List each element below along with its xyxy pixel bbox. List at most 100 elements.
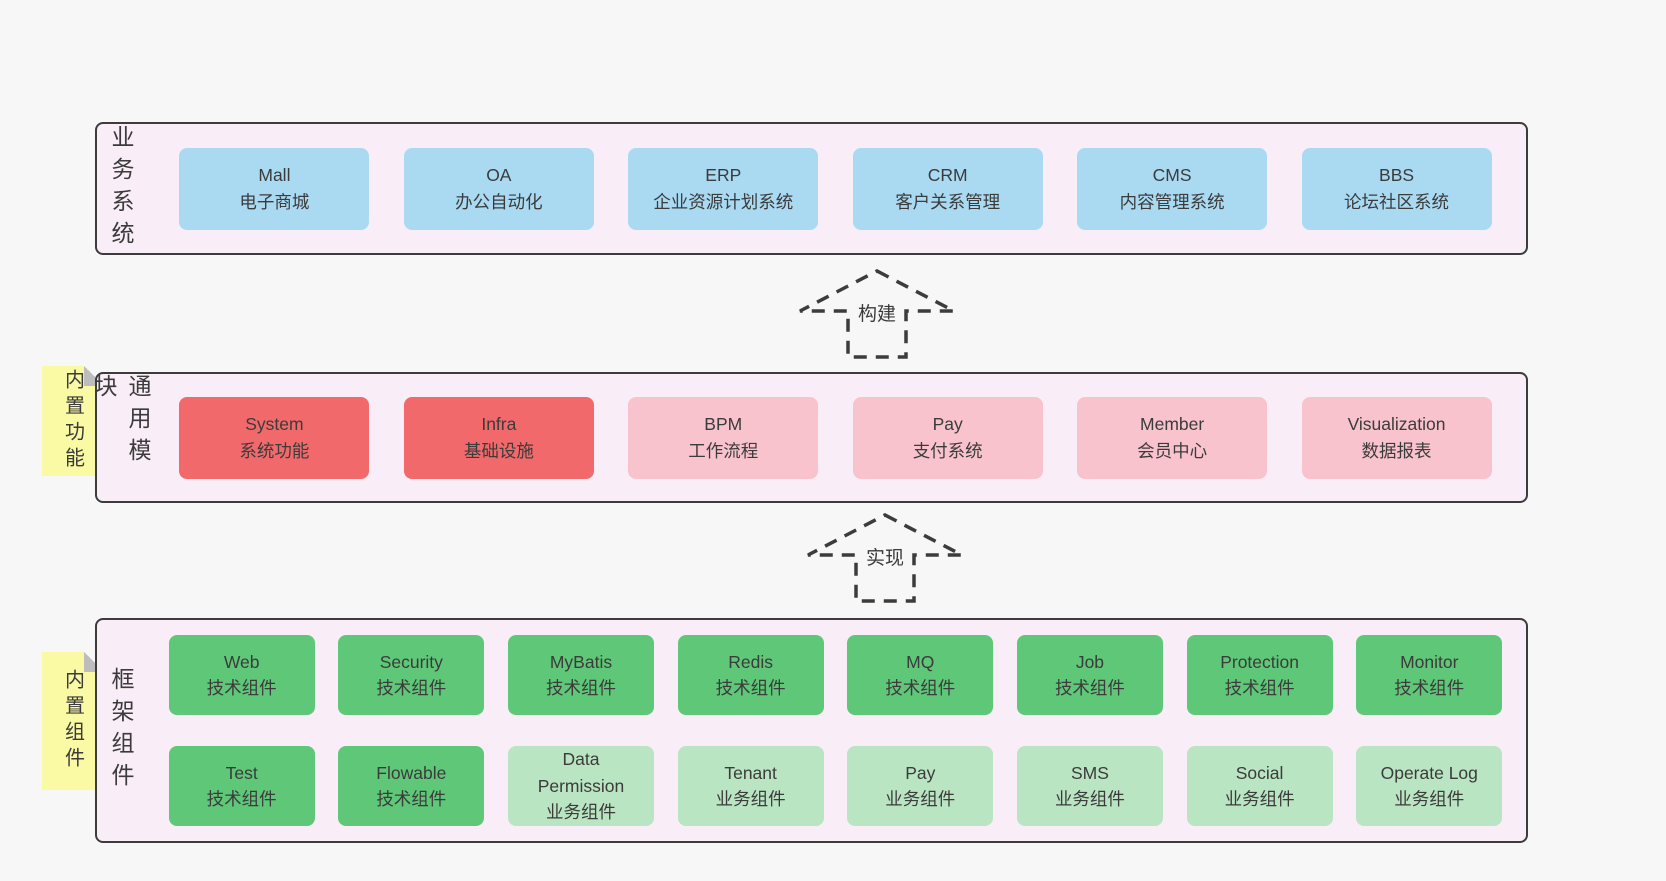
- box-tenant: Tenant 业务组件: [677, 745, 824, 826]
- box-name: Member: [1140, 414, 1205, 435]
- box-pay-module: Pay 支付系统: [852, 396, 1043, 479]
- sticky-label: 内置组件: [61, 669, 84, 773]
- box-name: System: [245, 414, 304, 435]
- box-name: Monitor: [1400, 652, 1459, 672]
- box-name: Redis: [728, 652, 773, 672]
- box-name: Job: [1075, 652, 1105, 672]
- box-name: Tenant: [724, 762, 777, 783]
- box-desc: 技术组件: [1224, 678, 1295, 699]
- box-desc: 系统功能: [239, 440, 310, 461]
- up-arrow-icon: [807, 513, 963, 603]
- box-name: SMS: [1070, 762, 1109, 783]
- box-desc: 技术组件: [206, 788, 277, 809]
- box-name: Visualization: [1347, 414, 1446, 435]
- box-social: Social 业务组件: [1186, 745, 1333, 826]
- panel-modules-title: 通用模块: [91, 374, 151, 501]
- up-arrow-icon: [799, 269, 955, 359]
- box-desc: 论坛社区系统: [1344, 191, 1450, 212]
- panel-title-text: 框架组件: [108, 666, 134, 795]
- box-desc: 业务组件: [1054, 788, 1125, 809]
- components-rows: Web 技术组件 Security 技术组件 MyBatis 技术组件 Redi…: [145, 620, 1526, 841]
- arrow-build-label: 构建: [854, 299, 900, 326]
- box-name: Data Permission: [537, 749, 625, 796]
- box-desc: 技术组件: [206, 678, 277, 699]
- panel-business-systems: 业务系统 Mall 电子商城 OA 办公自动化 ERP 企业资源计划系统 CRM…: [95, 122, 1528, 255]
- box-visualization: Visualization 数据报表: [1301, 396, 1492, 479]
- box-protection: Protection 技术组件: [1186, 635, 1333, 716]
- box-desc: 办公自动化: [455, 191, 543, 212]
- box-oa: OA 办公自动化: [403, 147, 594, 230]
- box-desc: 基础设施: [463, 440, 534, 461]
- box-pay-component: Pay 业务组件: [847, 745, 994, 826]
- box-desc: 技术组件: [885, 678, 956, 699]
- box-bpm: BPM 工作流程: [628, 396, 819, 479]
- box-name: Infra: [481, 414, 517, 435]
- box-redis: Redis 技术组件: [677, 635, 824, 716]
- box-name: Operate Log: [1380, 762, 1478, 783]
- box-name: MyBatis: [549, 652, 613, 672]
- box-desc: 会员中心: [1137, 440, 1208, 461]
- box-data-permission: Data Permission 业务组件: [507, 745, 654, 826]
- box-system: System 系统功能: [179, 396, 370, 479]
- box-desc: 电子商城: [239, 191, 310, 212]
- business-boxes-row: Mall 电子商城 OA 办公自动化 ERP 企业资源计划系统 CRM 客户关系…: [145, 124, 1526, 253]
- box-sms: SMS 业务组件: [1016, 745, 1163, 826]
- box-desc: 业务组件: [885, 788, 956, 809]
- box-name: Web: [223, 652, 260, 672]
- dashed-up-arrow-implement: 实现: [805, 512, 965, 604]
- box-test: Test 技术组件: [168, 745, 315, 826]
- box-name: Pay: [905, 762, 936, 783]
- box-desc: 技术组件: [545, 678, 616, 699]
- panel-title-text: 通用模块: [91, 374, 151, 470]
- box-desc: 业务组件: [1394, 788, 1465, 809]
- panel-components-title: 框架组件: [97, 620, 145, 841]
- panel-title-text: 业务系统: [108, 124, 134, 253]
- box-name: Pay: [932, 414, 963, 435]
- box-desc: 数据报表: [1361, 440, 1432, 461]
- box-name: Security: [379, 652, 443, 672]
- box-name: CMS: [1152, 165, 1192, 186]
- box-mq: MQ 技术组件: [847, 635, 994, 716]
- components-row-2: Test 技术组件 Flowable 技术组件 Data Permission …: [145, 731, 1526, 842]
- box-name: BBS: [1379, 165, 1415, 186]
- box-name: MQ: [906, 652, 935, 672]
- box-job: Job 技术组件: [1016, 635, 1163, 716]
- box-desc: 技术组件: [376, 678, 447, 699]
- panel-common-modules: 通用模块 System 系统功能 Infra 基础设施 BPM 工作流程 Pay…: [91, 372, 1528, 503]
- box-infra: Infra 基础设施: [403, 396, 594, 479]
- box-desc: 技术组件: [1394, 678, 1465, 699]
- box-desc: 业务组件: [545, 801, 616, 822]
- box-security: Security 技术组件: [338, 635, 485, 716]
- panel-framework-components: 框架组件 Web 技术组件 Security 技术组件 MyBatis 技术组件…: [95, 618, 1528, 843]
- modules-boxes-row: System 系统功能 Infra 基础设施 BPM 工作流程 Pay 支付系统…: [145, 374, 1526, 501]
- box-operate-log: Operate Log 业务组件: [1356, 745, 1503, 826]
- box-name: Mall: [258, 165, 291, 186]
- box-monitor: Monitor 技术组件: [1356, 635, 1503, 716]
- box-name: Protection: [1220, 652, 1299, 672]
- box-mall: Mall 电子商城: [179, 147, 370, 230]
- box-bbs: BBS 论坛社区系统: [1301, 147, 1492, 230]
- box-desc: 技术组件: [715, 678, 786, 699]
- box-name: Test: [225, 762, 258, 783]
- box-desc: 企业资源计划系统: [653, 191, 794, 212]
- box-flowable: Flowable 技术组件: [338, 745, 485, 826]
- box-desc: 业务组件: [715, 788, 786, 809]
- sticky-label: 内置功能: [61, 369, 84, 473]
- box-erp: ERP 企业资源计划系统: [628, 147, 819, 230]
- box-desc: 技术组件: [1054, 678, 1125, 699]
- box-member: Member 会员中心: [1077, 396, 1268, 479]
- box-cms: CMS 内容管理系统: [1077, 147, 1268, 230]
- box-name: OA: [486, 165, 512, 186]
- box-desc: 技术组件: [376, 788, 447, 809]
- box-name: Flowable: [376, 762, 447, 783]
- box-name: ERP: [705, 165, 742, 186]
- box-name: Social: [1235, 762, 1284, 783]
- box-desc: 工作流程: [688, 440, 759, 461]
- components-row-1: Web 技术组件 Security 技术组件 MyBatis 技术组件 Redi…: [145, 620, 1526, 731]
- box-name: BPM: [704, 414, 743, 435]
- panel-business-title: 业务系统: [97, 124, 145, 253]
- box-crm: CRM 客户关系管理: [852, 147, 1043, 230]
- box-desc: 业务组件: [1224, 788, 1295, 809]
- dashed-up-arrow-build: 构建: [797, 268, 957, 360]
